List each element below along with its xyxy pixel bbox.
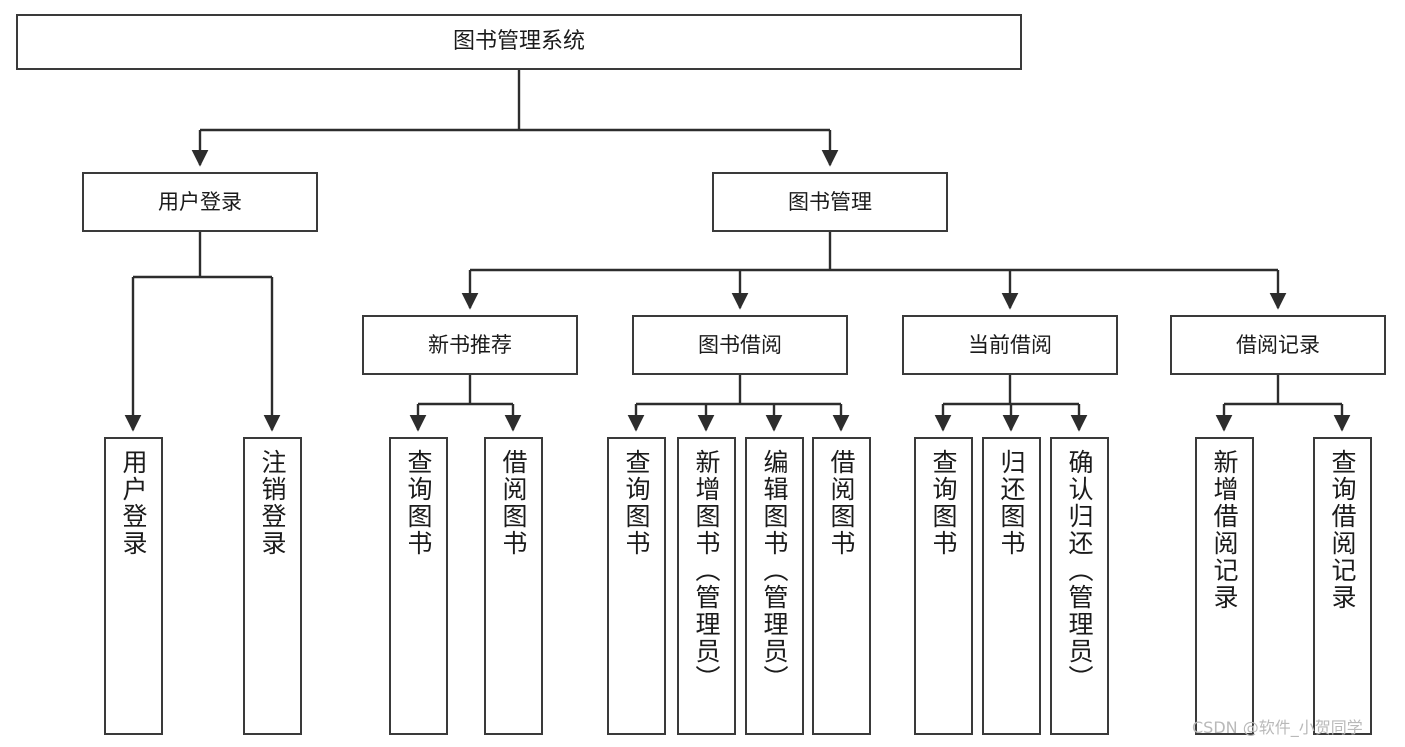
node-book-management[interactable]: 图书管理 [712, 172, 948, 232]
leaf-add-book-label: 新增图书（管理员） [692, 449, 721, 692]
node-borrow-record-label: 借阅记录 [1236, 332, 1320, 357]
leaf-add-record[interactable]: 新增借阅记录 [1195, 437, 1254, 735]
leaf-query-record[interactable]: 查询借阅记录 [1313, 437, 1372, 735]
node-new-book-recommend[interactable]: 新书推荐 [362, 315, 578, 375]
node-current-borrow-label: 当前借阅 [968, 332, 1052, 357]
leaf-query-book-2-label: 查询图书 [622, 449, 651, 557]
leaf-query-record-label: 查询借阅记录 [1328, 449, 1357, 611]
leaf-query-book-3[interactable]: 查询图书 [914, 437, 973, 735]
watermark: CSDN @软件_小贺同学 [1192, 718, 1363, 737]
leaf-confirm-return-label: 确认归还（管理员） [1065, 449, 1094, 692]
node-current-borrow[interactable]: 当前借阅 [902, 315, 1118, 375]
node-root[interactable]: 图书管理系统 [16, 14, 1022, 70]
leaf-logout-label: 注销登录 [258, 449, 287, 557]
leaf-add-book[interactable]: 新增图书（管理员） [677, 437, 736, 735]
node-user-login[interactable]: 用户登录 [82, 172, 318, 232]
node-book-borrow[interactable]: 图书借阅 [632, 315, 848, 375]
node-root-label: 图书管理系统 [452, 29, 585, 55]
leaf-user-login[interactable]: 用户登录 [104, 437, 163, 735]
leaf-logout[interactable]: 注销登录 [243, 437, 302, 735]
leaf-confirm-return[interactable]: 确认归还（管理员） [1050, 437, 1109, 735]
node-book-borrow-label: 图书借阅 [698, 332, 782, 357]
leaf-borrow-book-2-label: 借阅图书 [827, 449, 856, 557]
leaf-return-book-label: 归还图书 [997, 449, 1026, 557]
leaf-add-record-label: 新增借阅记录 [1210, 449, 1239, 611]
leaf-query-book-1[interactable]: 查询图书 [389, 437, 448, 735]
leaf-user-login-label: 用户登录 [119, 449, 148, 557]
node-book-management-label: 图书管理 [788, 189, 872, 214]
leaf-borrow-book-1[interactable]: 借阅图书 [484, 437, 543, 735]
leaf-return-book[interactable]: 归还图书 [982, 437, 1041, 735]
leaf-edit-book[interactable]: 编辑图书（管理员） [745, 437, 804, 735]
node-user-login-label: 用户登录 [158, 189, 242, 214]
leaf-query-book-1-label: 查询图书 [404, 449, 433, 557]
node-borrow-record[interactable]: 借阅记录 [1170, 315, 1386, 375]
leaf-edit-book-label: 编辑图书（管理员） [760, 449, 789, 692]
leaf-borrow-book-1-label: 借阅图书 [499, 449, 528, 557]
leaf-query-book-3-label: 查询图书 [929, 449, 958, 557]
node-new-book-recommend-label: 新书推荐 [428, 332, 512, 357]
leaf-query-book-2[interactable]: 查询图书 [607, 437, 666, 735]
leaf-borrow-book-2[interactable]: 借阅图书 [812, 437, 871, 735]
